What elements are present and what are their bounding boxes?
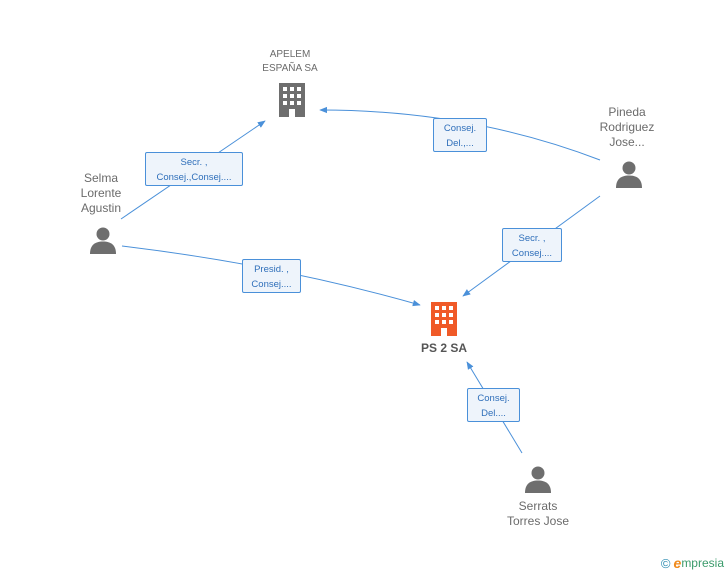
- edge-label-line: Del.,...: [446, 138, 474, 149]
- edge-label-line: Consej.: [443, 123, 477, 134]
- copyright-icon: ©: [660, 555, 671, 571]
- node-apelem-name-line2: ESPAÑA SA: [262, 63, 318, 74]
- edge-label-line: Consej.: [477, 393, 510, 404]
- edge-label-line: Secr. ,: [518, 233, 546, 244]
- node-pineda-label[interactable]: Pineda Rodriguez Jose...: [590, 105, 664, 150]
- edge-label-line: Del....: [481, 408, 506, 419]
- node-selma-name-line1: Selma: [83, 171, 118, 185]
- node-pineda-name-line3: Jose...: [609, 135, 645, 149]
- node-apelem-label[interactable]: APELEM ESPAÑA SA: [244, 48, 336, 76]
- node-selma-label[interactable]: Selma Lorente Agustin: [66, 171, 136, 216]
- building-icon[interactable]: [277, 83, 307, 117]
- node-ps2-name: PS 2 SA: [420, 341, 468, 355]
- person-icon[interactable]: [615, 160, 643, 188]
- edge-label-line: Consej.,Consej....: [156, 172, 232, 183]
- node-serrats-label[interactable]: Serrats Torres Jose: [494, 499, 582, 529]
- edge-label-line: Presid. ,: [254, 264, 289, 275]
- edge-label-line: Secr. ,: [180, 157, 208, 168]
- edge-label-selma-ps2[interactable]: Presid. , Consej....: [242, 259, 301, 293]
- edge-label-serrats-ps2[interactable]: Consej. Del....: [467, 388, 520, 422]
- node-pineda-name-line2: Rodriguez: [599, 120, 655, 134]
- node-ps2-label[interactable]: PS 2 SA: [404, 341, 484, 356]
- brand-logo-text: mpresia: [681, 556, 724, 570]
- node-apelem-name-line1: APELEM: [269, 49, 311, 60]
- person-icon[interactable]: [524, 465, 552, 493]
- node-selma-name-line2: Lorente: [80, 186, 122, 200]
- node-selma-name-line3: Agustin: [80, 201, 122, 215]
- edge-label-line: Consej....: [251, 279, 292, 290]
- edge-label-pineda-ps2[interactable]: Secr. , Consej....: [502, 228, 562, 262]
- person-icon[interactable]: [89, 226, 117, 254]
- node-serrats-name-line1: Serrats: [518, 499, 558, 513]
- edge-label-pineda-apelem[interactable]: Consej. Del.,...: [433, 118, 487, 152]
- building-main-icon[interactable]: [429, 302, 459, 336]
- node-serrats-name-line2: Torres Jose: [506, 514, 570, 528]
- node-pineda-name-line1: Pineda: [608, 105, 646, 119]
- edge-label-selma-apelem[interactable]: Secr. , Consej.,Consej....: [145, 152, 243, 186]
- brand-logo-initial: e: [673, 555, 682, 571]
- edge-label-line: Consej....: [511, 248, 553, 259]
